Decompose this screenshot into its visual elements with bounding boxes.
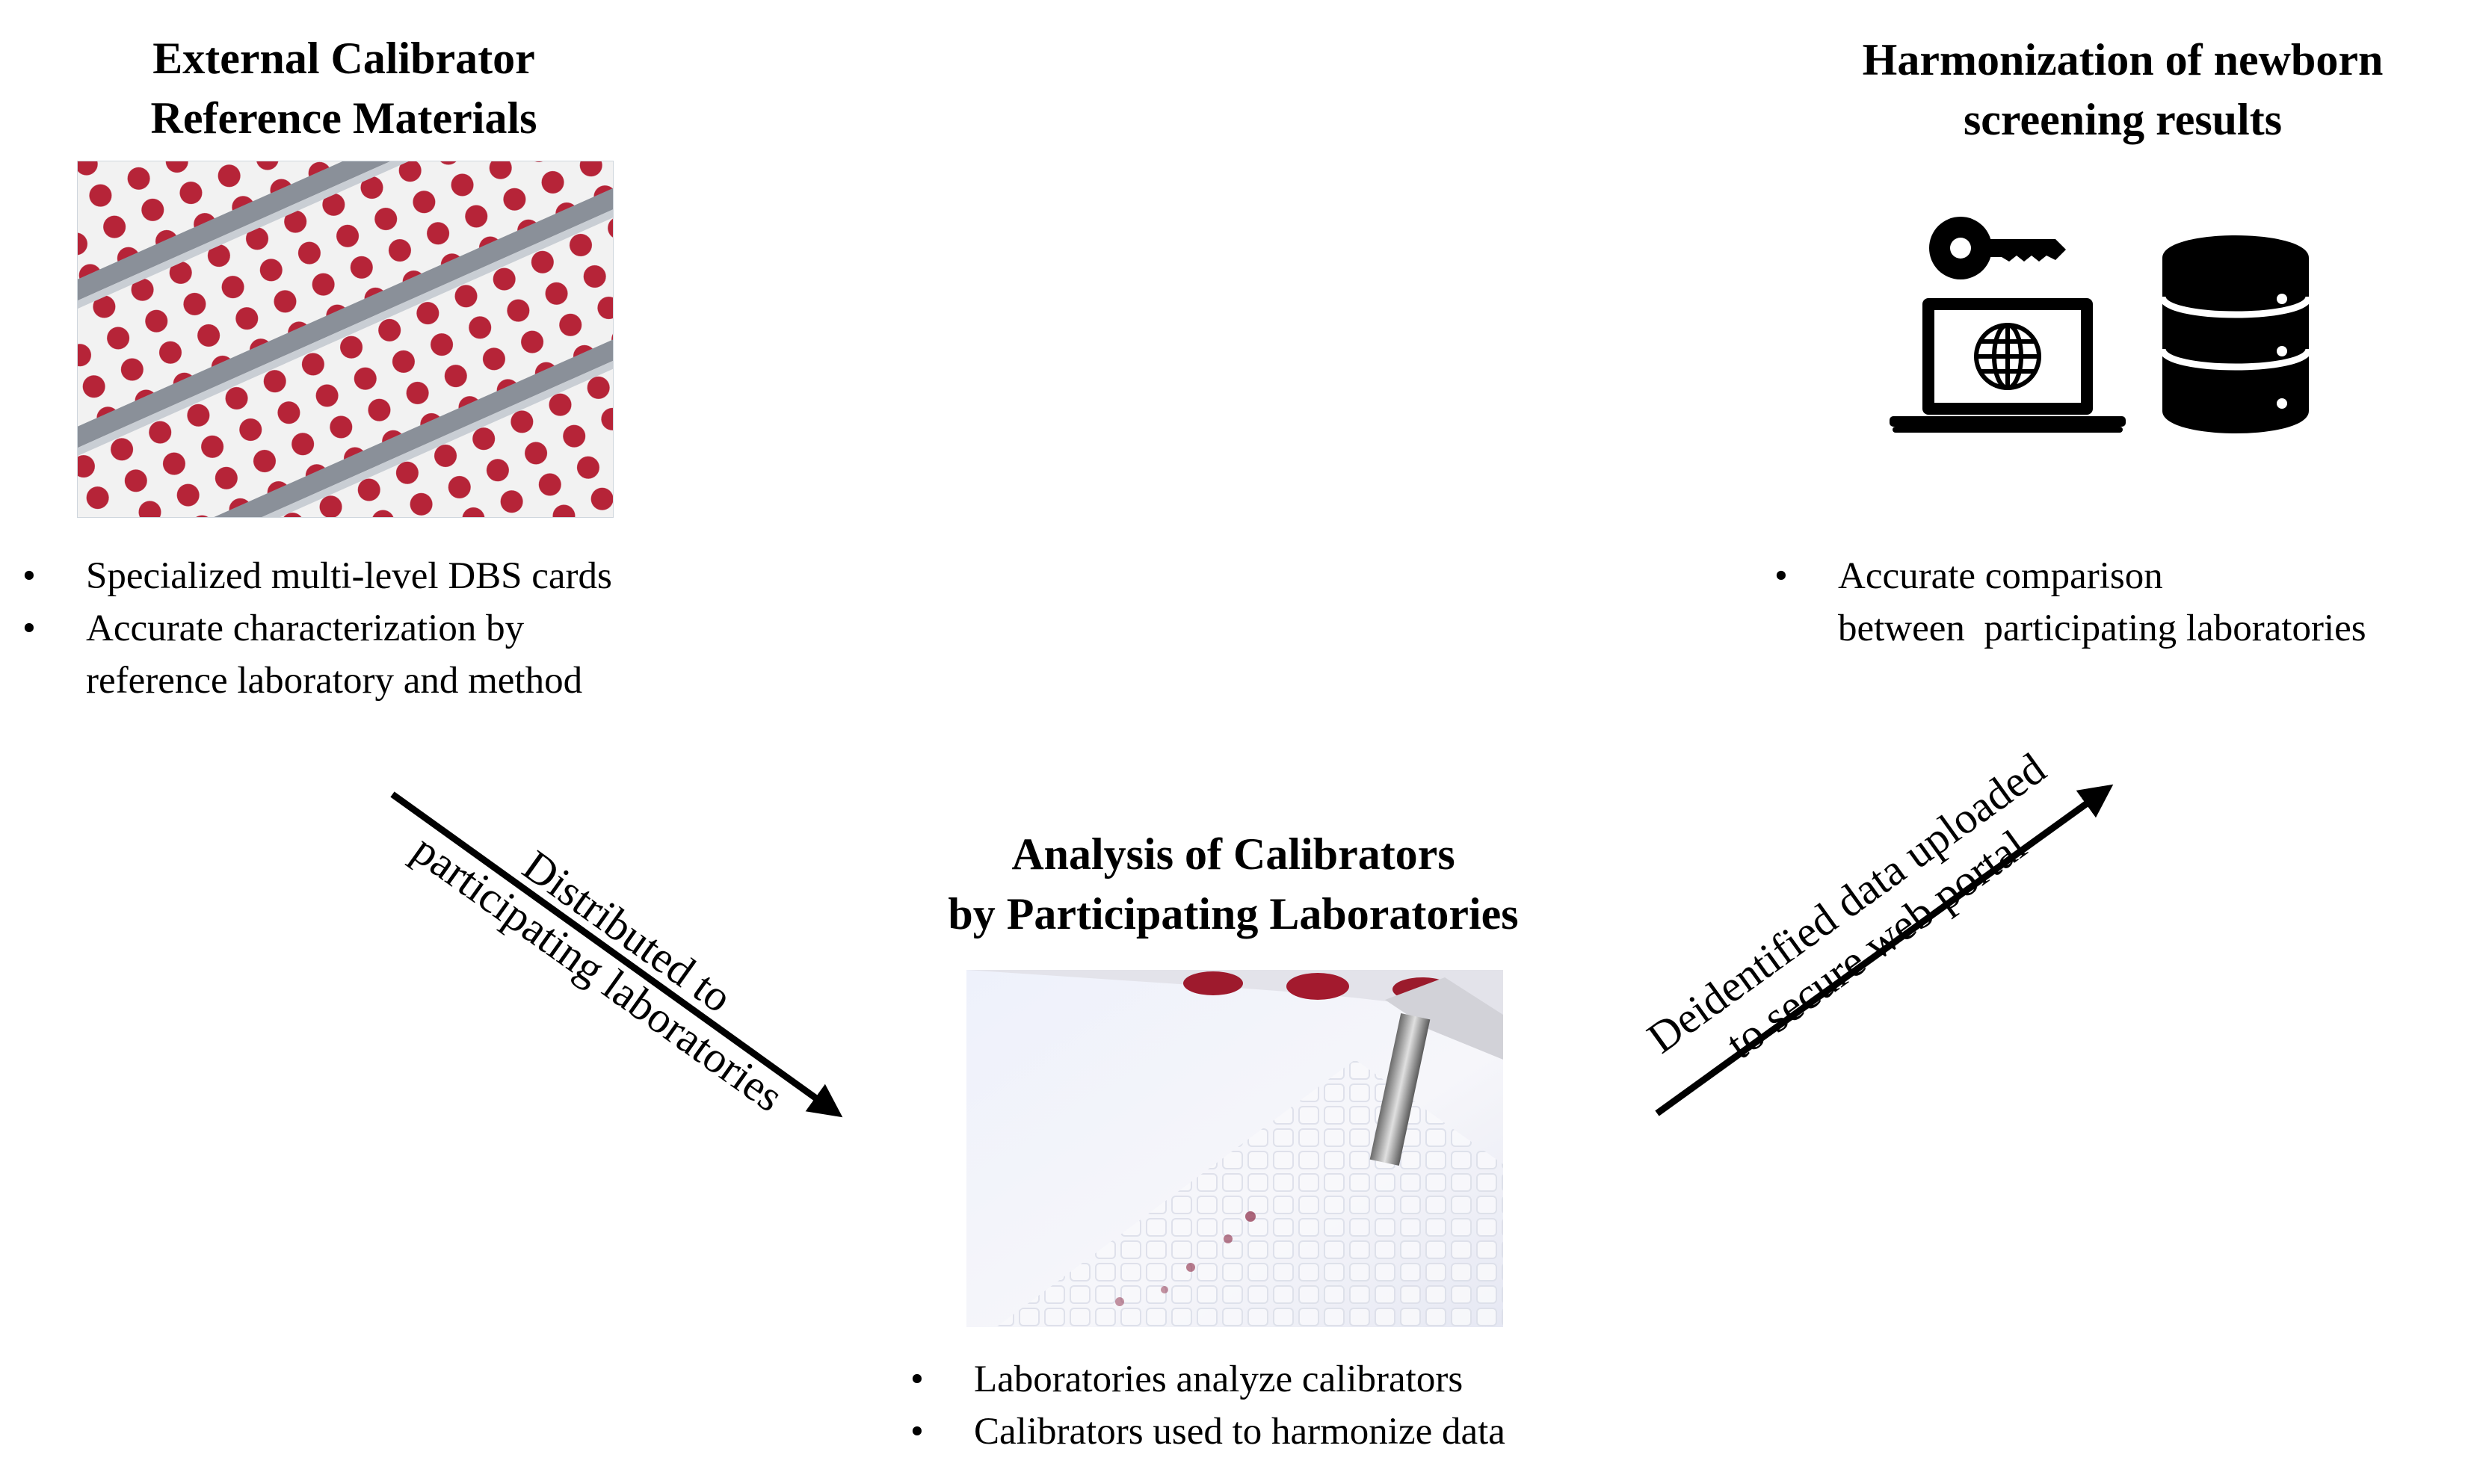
left-title-line2: Reference Materials xyxy=(150,93,537,143)
left-title: External Calibrator Reference Materials xyxy=(75,28,613,148)
left-bullet-1-line1: Specialized multi-level DBS cards xyxy=(86,555,612,597)
center-bullet-2-line1: Calibrators used to harmonize data xyxy=(974,1411,1505,1453)
right-bullet-1-line1: Accurate comparison xyxy=(1838,555,2163,597)
center-title-line1: Analysis of Calibrators xyxy=(1011,829,1455,879)
dbs-cards-photo xyxy=(77,161,614,518)
upload-label-line2: to secure web portal xyxy=(1717,820,2035,1069)
right-bullet-list: Accurate comparison between participatin… xyxy=(1774,550,2470,655)
distribution-label-line1: Distributed to xyxy=(513,840,741,1022)
left-bullet-2-line2: reference laboratory and method xyxy=(86,660,583,702)
right-bullet-1-line2: between participating laboratories xyxy=(1838,607,2366,649)
database-icon xyxy=(2159,235,2313,433)
right-title-line1: Harmonization of newborn xyxy=(1862,35,2384,84)
center-bullet-1-line1: Laboratories analyze calibrators xyxy=(974,1358,1463,1400)
laptop-globe-icon xyxy=(1890,295,2126,437)
calibrator-analysis-photo xyxy=(966,970,1503,1327)
distribution-label-line2: participating laboratories xyxy=(404,824,793,1122)
center-bullet-2: Calibrators used to harmonize data xyxy=(910,1406,1695,1458)
left-bullet-2: Accurate characterization by reference l… xyxy=(22,602,770,707)
left-bullet-list: Specialized multi-level DBS cards Accura… xyxy=(22,550,770,707)
left-bullet-2-line1: Accurate characterization by xyxy=(86,607,525,649)
center-bullet-list: Laboratories analyze calibrators Calibra… xyxy=(910,1353,1695,1458)
center-title-line2: by Participating Laboratories xyxy=(948,889,1519,939)
center-title: Analysis of Calibrators by Participating… xyxy=(860,824,1607,944)
center-bullet-1: Laboratories analyze calibrators xyxy=(910,1353,1695,1406)
left-bullet-1: Specialized multi-level DBS cards xyxy=(22,550,770,602)
left-title-line1: External Calibrator xyxy=(152,34,535,83)
key-icon xyxy=(1927,212,2069,287)
right-title-line2: screening results xyxy=(1963,95,2283,144)
right-bullet-1: Accurate comparison between participatin… xyxy=(1774,550,2470,655)
right-title: Harmonization of newborn screening resul… xyxy=(1794,30,2452,149)
upload-label-line1: Deidentified data uploaded xyxy=(1638,743,2055,1063)
